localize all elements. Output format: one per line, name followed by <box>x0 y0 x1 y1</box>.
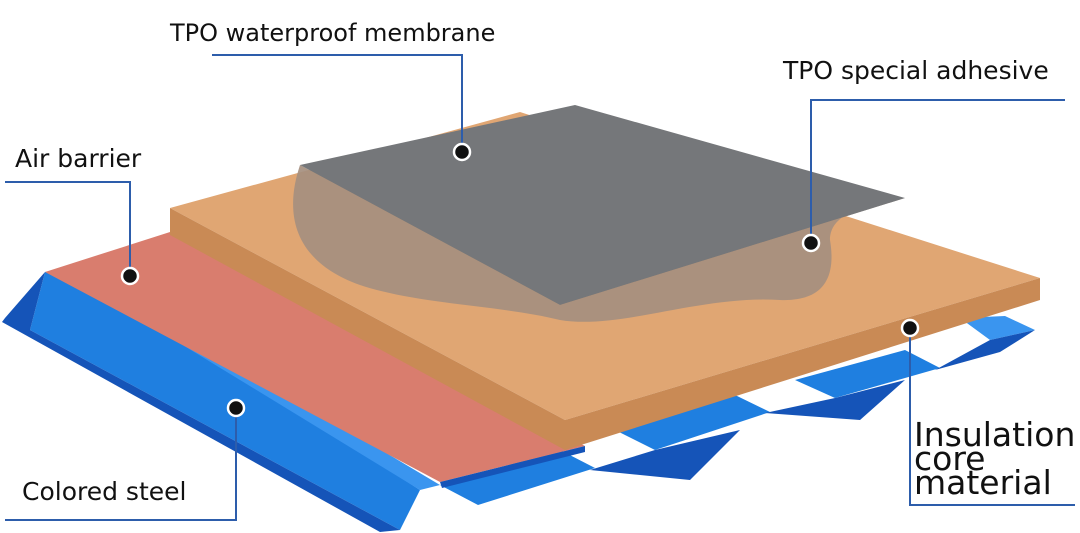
dot-insulation <box>900 318 920 338</box>
steel-valley-2 <box>765 380 905 420</box>
label-tpo-adhesive: TPO special adhesive <box>782 56 1049 85</box>
steel-valley-3 <box>590 430 740 480</box>
label-insulation-line1: Insulation <box>914 415 1075 454</box>
steel-front-rib-top <box>30 268 420 530</box>
insulation-right-side <box>565 278 1040 450</box>
dot-colored-steel <box>226 398 246 418</box>
label-insulation-line2: core <box>914 439 985 478</box>
tpo-membrane-layer <box>300 105 905 305</box>
insulation-front-side <box>170 208 565 450</box>
labels: TPO waterproof membrane TPO special adhe… <box>15 19 1075 506</box>
leader-lines <box>5 54 1075 521</box>
label-tpo-membrane: TPO waterproof membrane <box>169 19 495 47</box>
adhesive-layer <box>293 165 905 322</box>
leader-insulation <box>909 330 1075 506</box>
leader-colored-steel <box>5 408 237 521</box>
leader-tpo-adhesive <box>810 99 1065 243</box>
dot-tpo-membrane <box>452 142 472 162</box>
label-colored-steel: Colored steel <box>22 477 186 506</box>
air-barrier-edge <box>440 446 585 488</box>
label-air-barrier: Air barrier <box>15 144 142 173</box>
steel-valley-1 <box>935 330 1035 370</box>
marker-dots <box>120 142 920 418</box>
steel-rib-back-3 <box>615 395 770 450</box>
air-barrier-layer <box>45 232 585 482</box>
steel-rib-back-4 <box>440 450 595 505</box>
dot-air-barrier <box>120 266 140 286</box>
leader-air-barrier <box>5 181 131 276</box>
steel-rib-back-1 <box>960 316 1035 340</box>
dot-tpo-adhesive <box>801 233 821 253</box>
leader-tpo-membrane <box>212 54 463 152</box>
steel-rib-back-2 <box>795 350 940 398</box>
label-insulation-line3: material <box>914 463 1052 502</box>
